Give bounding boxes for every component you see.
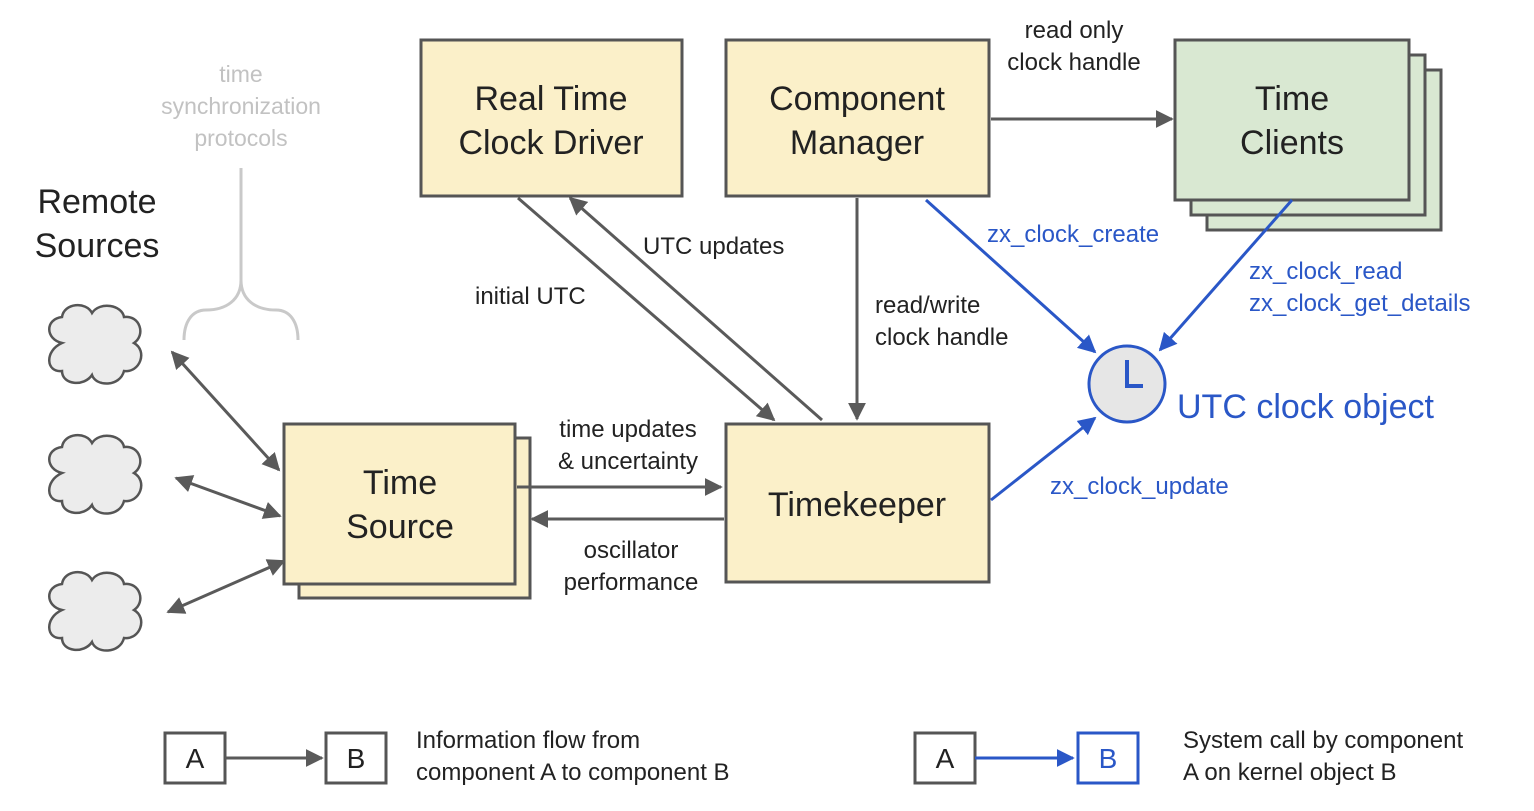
oscillator-label-1: oscillator — [584, 537, 679, 564]
cloud-icon — [47, 433, 143, 515]
utc-updates-flow — [568, 196, 823, 422]
read-write-label-2: clock handle — [875, 324, 1008, 351]
remote-sources-label-2: Sources — [35, 227, 160, 265]
legend-info-b: B — [347, 743, 366, 774]
remote-source-flow-1 — [170, 350, 281, 472]
cloud-icon — [47, 303, 143, 385]
clock-update-label: zx_clock_update — [1050, 473, 1229, 500]
clock-create-label: zx_clock_create — [987, 221, 1159, 248]
remote-source-flow-2 — [174, 475, 282, 519]
legend-info-text-1: Information flow from — [416, 727, 640, 754]
read-only-label-1: read only — [1025, 17, 1124, 44]
remote-source-flow-3 — [166, 559, 286, 614]
timekeeper-label: Timekeeper — [768, 486, 946, 524]
legend-info-text-2: component A to component B — [416, 759, 730, 786]
component-manager-node: Component Manager — [724, 38, 991, 198]
sync-protocols-label-1: time — [219, 61, 262, 87]
clock-update-call — [990, 416, 1097, 502]
remote-sources-label-1: Remote — [37, 183, 156, 221]
clock-hands-icon — [1125, 360, 1143, 388]
legend-information-flow: A B Information flow from component A to… — [163, 727, 730, 786]
time-source-label-1: Time — [363, 464, 437, 502]
remote-sources: Remote Sources — [35, 183, 160, 652]
clock-read-label: zx_clock_read — [1249, 258, 1402, 285]
rtc-driver-label-2: Clock Driver — [458, 124, 643, 162]
time-clients-node: Time Clients — [1173, 38, 1443, 232]
legend-info-a: A — [186, 743, 205, 774]
legend-system-call: A B System call by component A on kernel… — [913, 727, 1463, 786]
component-manager-label-1: Component — [769, 80, 945, 118]
utc-updates-label: UTC updates — [643, 233, 784, 260]
time-updates-label-2: & uncertainty — [558, 448, 698, 475]
oscillator-label-2: performance — [564, 569, 699, 596]
utc-clock-label: UTC clock object — [1177, 388, 1435, 426]
clock-get-details-label: zx_clock_get_details — [1249, 290, 1470, 317]
clock-create-call — [924, 198, 1097, 354]
rtc-driver-label-1: Real Time — [474, 80, 627, 118]
time-clients-label-1: Time — [1255, 80, 1329, 118]
sync-protocols-annotation: time synchronization protocols — [161, 61, 321, 341]
initial-utc-label: initial UTC — [475, 283, 586, 310]
initial-utc-flow — [517, 196, 776, 422]
sync-protocols-label-2: synchronization — [161, 93, 321, 119]
utc-clock-node: UTC clock object — [1087, 344, 1435, 426]
timekeeper-node: Timekeeper — [724, 422, 991, 584]
read-only-label-2: clock handle — [1007, 49, 1140, 76]
time-source-label-2: Source — [346, 508, 454, 546]
brace-shape — [182, 168, 300, 341]
read-write-label-1: read/write — [875, 292, 980, 319]
time-source-node: Time Source — [282, 422, 532, 600]
legend-sys-a: A — [936, 743, 955, 774]
cloud-icon — [47, 570, 143, 652]
legend-sys-b: B — [1099, 743, 1118, 774]
legend-sys-text-2: A on kernel object B — [1183, 759, 1396, 786]
information-flows — [166, 110, 1174, 614]
system-calls — [924, 198, 1294, 502]
clock-read-call — [1158, 199, 1294, 352]
time-updates-label-1: time updates — [559, 416, 696, 443]
component-manager-label-2: Manager — [790, 124, 924, 162]
sync-protocols-label-3: protocols — [194, 125, 287, 151]
time-clients-label-2: Clients — [1240, 124, 1344, 162]
rtc-driver-node: Real Time Clock Driver — [419, 38, 684, 198]
legend-sys-text-1: System call by component — [1183, 727, 1463, 754]
